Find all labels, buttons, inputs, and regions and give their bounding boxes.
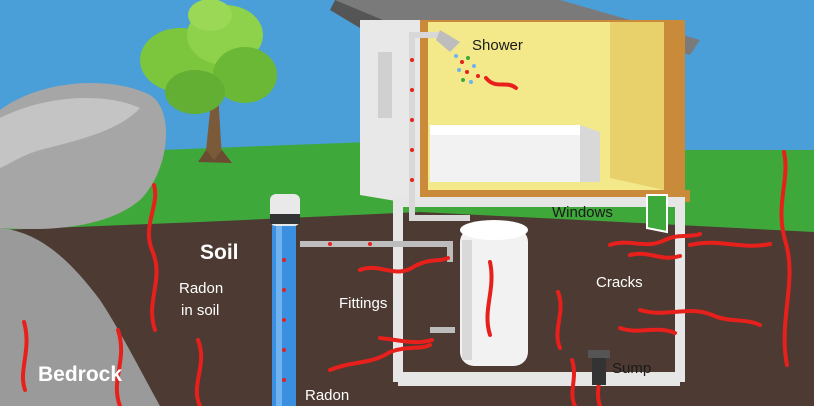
radon-arrow-icon [20,320,29,392]
shower-spray [454,54,480,84]
label-radon-well: Radon [305,387,350,404]
radon-dots [282,58,414,382]
soil-ground [0,212,814,406]
radon-arrow-icon [570,358,577,406]
label-windows: Windows [552,204,613,221]
label-soil: Soil [200,241,239,264]
radon-arrow-icon [485,260,494,337]
house-icon [330,0,700,386]
radon-arrow-icon [688,240,772,248]
radon-arrow-icon [618,326,677,335]
label-bedrock: Bedrock [38,363,123,386]
tree-icon [140,0,277,163]
label-radon-in-soil-line2: in soil [181,302,220,319]
label-sump: Sump [612,360,652,377]
label-fittings: Fittings [339,295,388,312]
radon-arrow-icon [779,150,792,367]
radon-arrow-icon [378,336,434,345]
radon-arrow-icon [358,256,450,274]
radon-arrow-icon [608,232,702,247]
radon-arrow-icon [114,328,124,406]
water-heater-icon [460,220,528,366]
radon-arrow-icon [484,76,518,90]
radon-arrow-icon [328,343,432,372]
label-shower: Shower [472,37,523,54]
radon-arrow-icon [146,183,159,332]
radon-arrow-icon [638,308,762,327]
label-cracks: Cracks [596,274,643,291]
label-radon-in-soil-line1: Radon [179,280,224,297]
sump-pump [588,350,610,385]
radon-arrow-icon [194,338,204,406]
radon-arrow-icon [555,290,563,350]
radon-arrow-icon [628,251,682,260]
radon-arrows [20,76,792,406]
well-pipe-icon [270,194,300,406]
